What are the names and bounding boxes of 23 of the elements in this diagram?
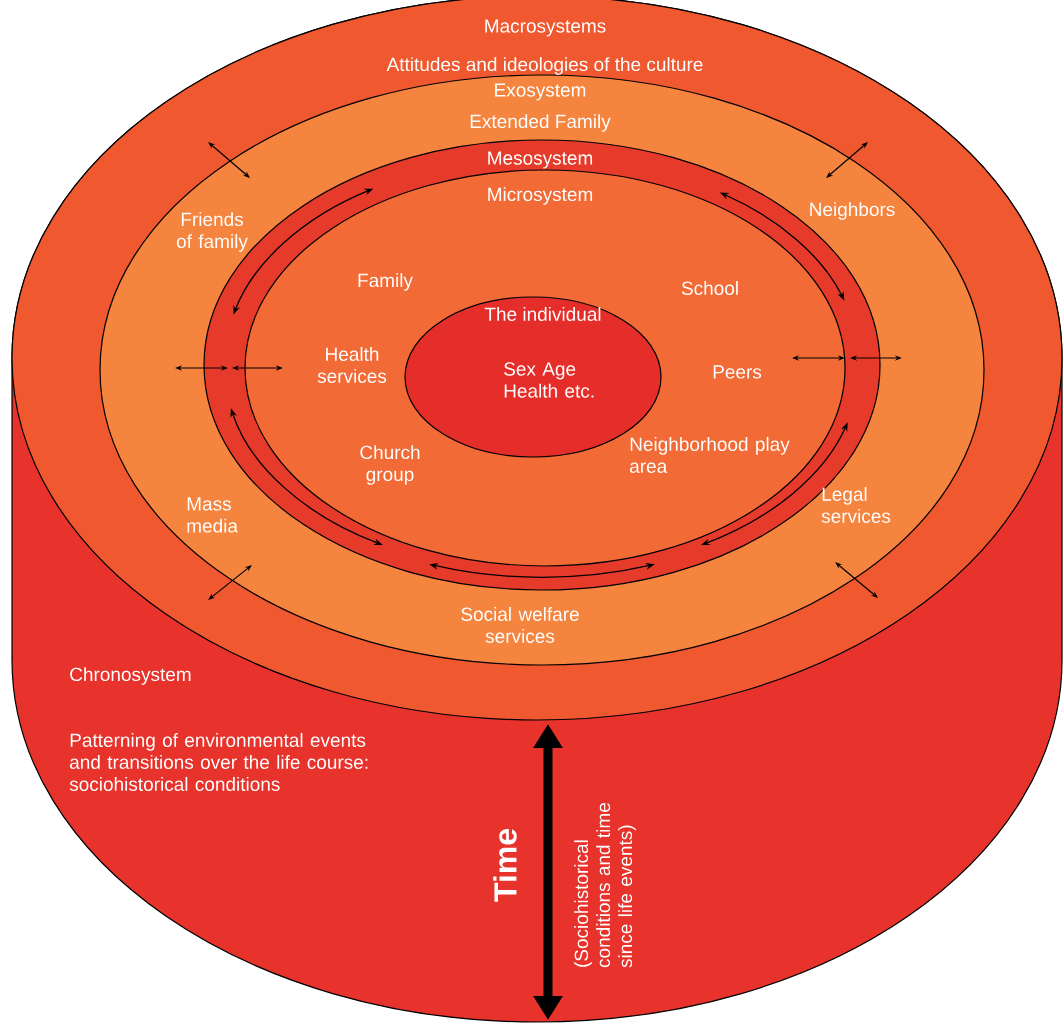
layer-label: Attitudes and ideologies of the culture (386, 57, 703, 75)
layer-label: Peers (713, 365, 762, 379)
layer-label: Neighborhood play area (630, 437, 790, 473)
layer-label: Friends of family (176, 212, 248, 252)
layer-label: Mass media (187, 497, 238, 533)
layer-label: Health services (317, 347, 387, 383)
layer-label: Church group (360, 445, 420, 485)
layer-heading: Exosystem (495, 83, 586, 101)
axis-note: (Sociohistorical conditions and time since life events) (574, 803, 636, 968)
layer-label: School (681, 281, 738, 295)
layer-label: Extended Family (470, 114, 611, 132)
layer-heading: Mesosystem (488, 151, 593, 169)
layer-label: Legal services (821, 487, 891, 523)
layer-label: Sex Age Health etc. (504, 362, 594, 398)
layer-heading: Microsystem (488, 187, 593, 205)
layer-heading: Chronosystem (70, 667, 191, 685)
layer-label: Neighbors (810, 202, 895, 220)
layer-heading: Macrosystems (485, 19, 606, 37)
layer-label: The individual (484, 307, 601, 321)
layer-label: Patterning of environmental events and transitions over the life course: sociohistorical conditions (69, 733, 368, 791)
layer-label: Family (358, 273, 413, 291)
axis-label: Time (493, 829, 517, 902)
layer-label: Social welfare services (461, 607, 579, 643)
